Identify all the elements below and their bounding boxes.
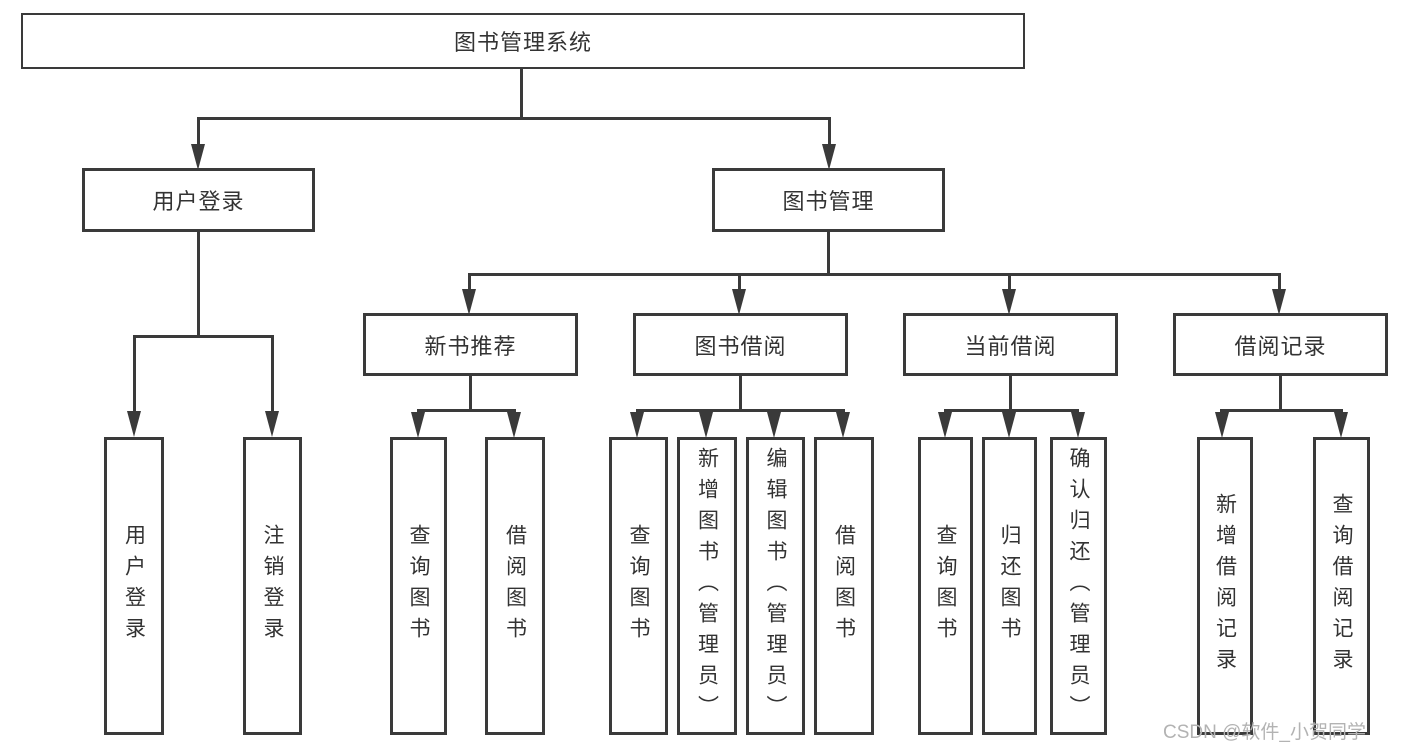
arrow-down-icon — [191, 144, 205, 170]
watermark: CSDN @软件_小贺同学 — [1163, 722, 1366, 743]
node-cb-return-books: 归还图书 — [982, 437, 1037, 735]
node-label: 新增图书（管理员） — [695, 446, 719, 726]
arrow-down-icon — [127, 411, 141, 437]
arrow-down-icon — [836, 412, 850, 438]
node-book-management: 图书管理 — [712, 168, 945, 232]
node-label: 注销登录 — [261, 524, 285, 648]
node-cb-confirm-return-admin: 确认归还（管理员） — [1050, 437, 1107, 735]
node-label: 归还图书 — [998, 524, 1022, 648]
node-label: 用户登录 — [152, 189, 245, 214]
connector-line — [197, 232, 200, 338]
arrow-down-icon — [462, 289, 476, 315]
connector-line — [520, 69, 523, 118]
node-logout: 注销登录 — [243, 437, 302, 735]
node-new-book-recommendation: 新书推荐 — [363, 313, 578, 376]
connector-line — [197, 117, 831, 120]
node-label: 借阅图书 — [503, 524, 527, 648]
node-label: 新增借阅记录 — [1213, 493, 1237, 679]
connector-line — [271, 335, 274, 415]
connector-line — [197, 117, 200, 150]
node-bb-add-books-admin: 新增图书（管理员） — [677, 437, 737, 735]
connector-line — [468, 273, 1281, 276]
node-br-query-borrow-record: 查询借阅记录 — [1313, 437, 1370, 735]
node-cb-query-books: 查询图书 — [918, 437, 973, 735]
node-label: 借阅记录 — [1234, 333, 1327, 359]
arrow-down-icon — [767, 412, 781, 438]
node-label: 查询图书 — [934, 524, 958, 648]
connector-line — [469, 376, 472, 412]
connector-line — [739, 376, 742, 412]
arrow-down-icon — [1334, 412, 1348, 438]
node-label: 借阅图书 — [832, 524, 856, 648]
connector-line — [1278, 273, 1281, 295]
arrow-down-icon — [1215, 412, 1229, 438]
node-label: 新书推荐 — [424, 333, 517, 359]
connector-line — [1220, 409, 1343, 412]
connector-line — [1009, 376, 1012, 412]
node-bb-borrow-books: 借阅图书 — [814, 437, 874, 735]
arrow-down-icon — [411, 412, 425, 438]
node-label: 图书借阅 — [694, 333, 787, 359]
connector-line — [417, 409, 516, 412]
node-br-add-borrow-record: 新增借阅记录 — [1197, 437, 1253, 735]
connector-line — [468, 273, 471, 295]
node-user-login: 用户登录 — [82, 168, 315, 232]
connector-line — [636, 409, 845, 412]
arrow-down-icon — [1272, 289, 1286, 315]
node-label: 用户登录 — [122, 524, 146, 648]
node-current-borrowing: 当前借阅 — [903, 313, 1118, 376]
arrow-down-icon — [699, 412, 713, 438]
node-nbr-query-books: 查询图书 — [390, 437, 447, 735]
node-library-management-system: 图书管理系统 — [21, 13, 1025, 69]
node-nbr-borrow-books: 借阅图书 — [485, 437, 545, 735]
node-label: 查询图书 — [407, 524, 431, 648]
node-label: 编辑图书（管理员） — [764, 446, 788, 726]
node-label: 确认归还（管理员） — [1067, 446, 1091, 726]
connector-line — [1008, 273, 1011, 295]
connector-line — [133, 335, 136, 415]
connector-line — [1279, 376, 1282, 412]
node-user-login-action: 用户登录 — [104, 437, 164, 735]
arrow-down-icon — [630, 412, 644, 438]
node-label: 查询图书 — [627, 524, 651, 648]
node-label: 图书管理系统 — [453, 30, 592, 55]
connector-line — [133, 335, 274, 338]
node-borrowing-records: 借阅记录 — [1173, 313, 1388, 376]
arrow-down-icon — [1002, 412, 1016, 438]
connector-line — [944, 409, 1079, 412]
arrow-down-icon — [938, 412, 952, 438]
connector-line — [827, 232, 830, 276]
arrow-down-icon — [1071, 412, 1085, 438]
arrow-down-icon — [732, 289, 746, 315]
arrow-down-icon — [265, 411, 279, 437]
arrow-down-icon — [822, 144, 836, 170]
arrow-down-icon — [507, 412, 521, 438]
connector-line — [738, 273, 741, 295]
node-label: 图书管理 — [782, 189, 875, 214]
node-label: 当前借阅 — [964, 333, 1057, 359]
node-book-borrowing: 图书借阅 — [633, 313, 848, 376]
node-label: 查询借阅记录 — [1330, 493, 1354, 679]
node-bb-edit-books-admin: 编辑图书（管理员） — [746, 437, 805, 735]
arrow-down-icon — [1002, 289, 1016, 315]
node-bb-query-books: 查询图书 — [609, 437, 668, 735]
connector-line — [828, 117, 831, 150]
